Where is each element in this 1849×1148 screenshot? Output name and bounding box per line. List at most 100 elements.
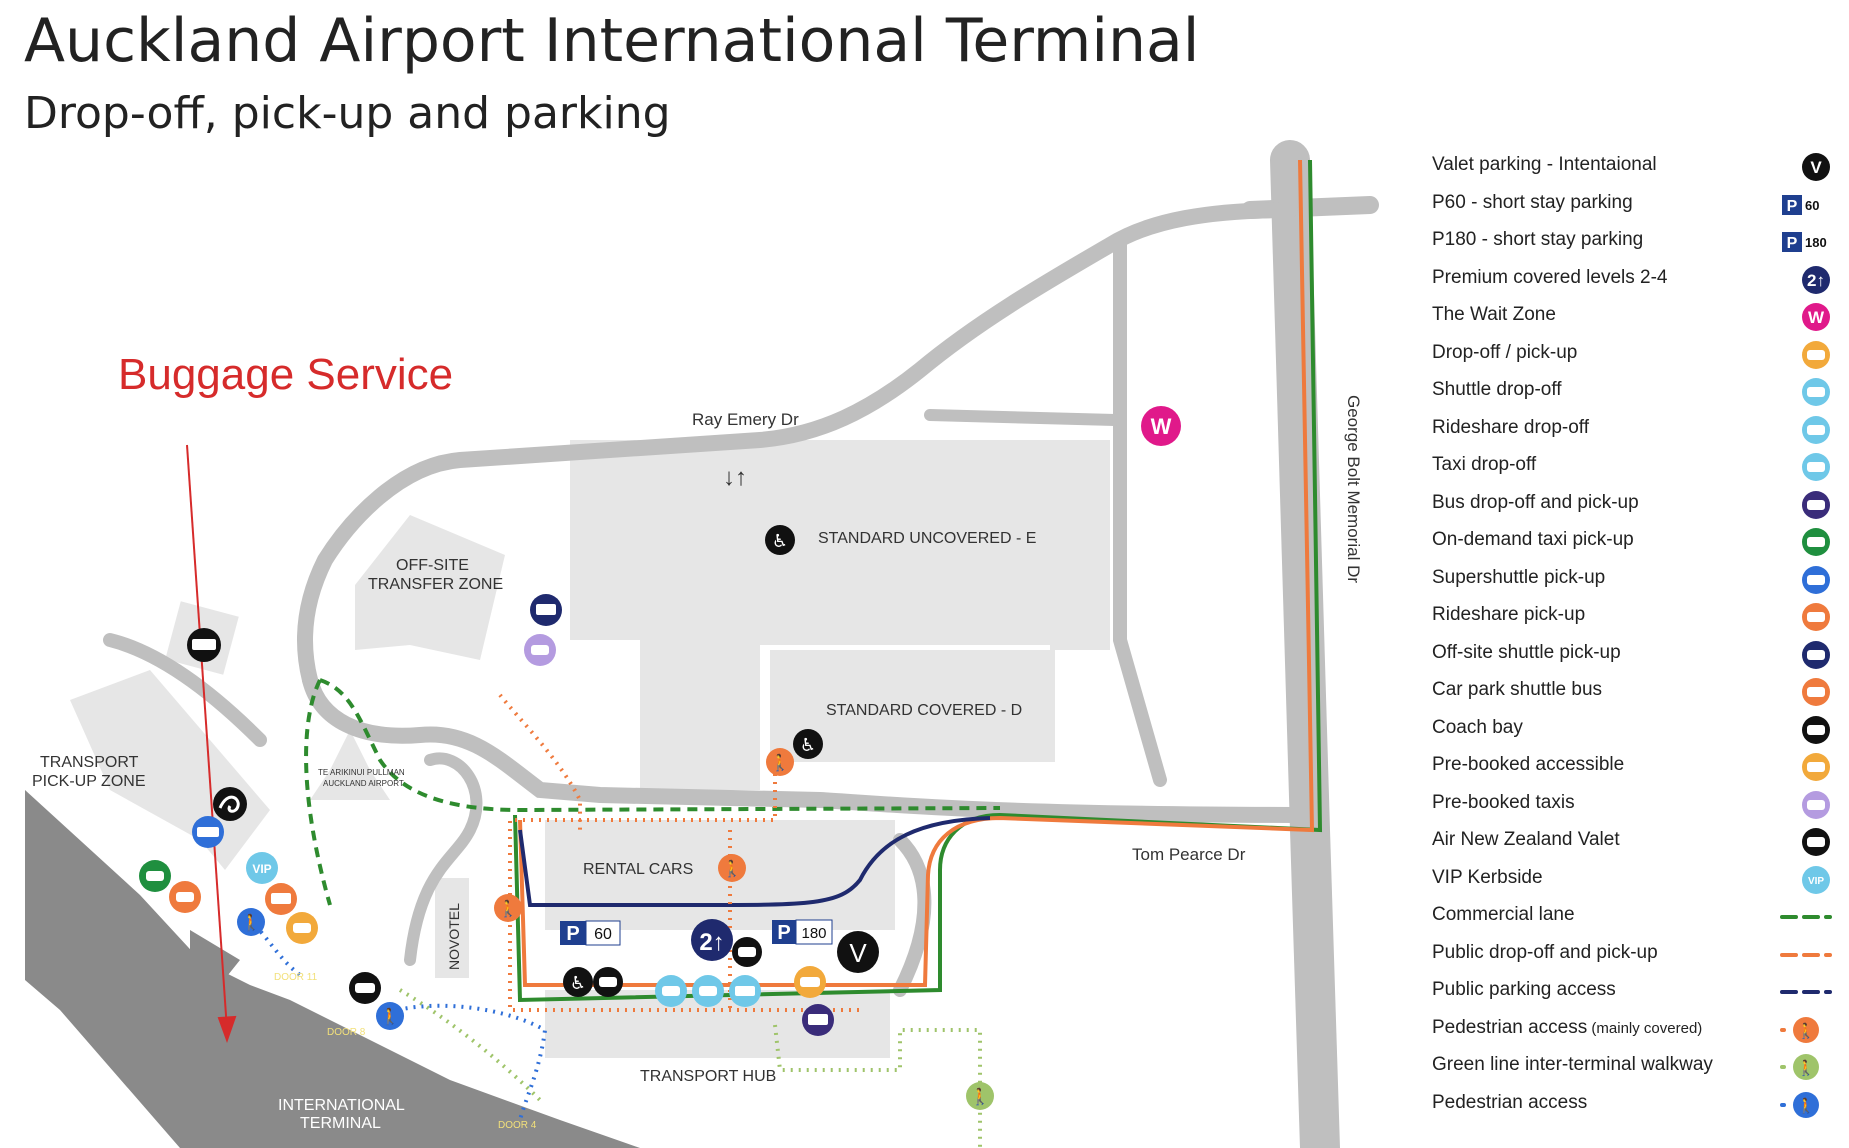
commercial-lane-dashed: [304, 678, 1001, 906]
legend-label: Coach bay: [1432, 717, 1523, 739]
legend-label: Pre-booked taxis: [1432, 792, 1575, 814]
carpark-shuttle-icon[interactable]: [265, 883, 297, 915]
supershuttle-icon[interactable]: [192, 816, 224, 848]
vip-text: VIP: [252, 862, 271, 876]
cross-road: [924, 409, 1121, 426]
legend-label-text: Green line inter-terminal walkway: [1432, 1054, 1713, 1075]
svg-text:🚶: 🚶: [1797, 1059, 1816, 1077]
wait-zone-icon[interactable]: W: [1141, 406, 1181, 446]
legend-label-note: (mainly covered): [1587, 1019, 1703, 1037]
svg-text:VIP: VIP: [1808, 876, 1824, 887]
hotel-label-2: AUCKLAND AIRPORT: [323, 779, 404, 788]
air-nz-valet-icon[interactable]: [349, 972, 381, 1004]
annotation-label: Buggage Service: [118, 350, 454, 399]
pedestrian-icon: 🚶: [1780, 1091, 1832, 1118]
george-bolt-label: George Bolt Memorial Dr: [1344, 395, 1363, 583]
air-nz-valet-icon[interactable]: [732, 937, 762, 967]
intl-terminal-label-2: TERMINAL: [300, 1115, 381, 1132]
premium-icon[interactable]: 2↑: [691, 919, 733, 961]
transport-pickup-block: [70, 670, 270, 870]
map-title: Auckland Airport International Terminal: [24, 6, 1200, 76]
legend-row: The Wait Zone W: [1432, 300, 1832, 336]
air-nz-valet-icon[interactable]: [213, 787, 247, 821]
legend-label-text: The Wait Zone: [1432, 304, 1556, 325]
p60-icon[interactable]: P 60: [560, 920, 621, 946]
air-nz-valet-icon[interactable]: [593, 967, 623, 997]
legend-label-text: Bus drop-off and pick-up: [1432, 491, 1639, 513]
prebooked-taxi-icon[interactable]: [524, 634, 556, 666]
rideshare-drop-icon[interactable]: [692, 975, 724, 1007]
vip-icon[interactable]: VIP: [246, 852, 278, 884]
offsite-block: [355, 515, 505, 660]
dropoff-icon: [1802, 340, 1830, 369]
legend-label-text: Commercial lane: [1432, 904, 1575, 925]
legend-label-text: Supershuttle pick-up: [1432, 566, 1606, 588]
valet-v-icon[interactable]: V: [837, 931, 879, 973]
transport-hub-label: TRANSPORT HUB: [640, 1068, 776, 1085]
legend-label: Valet parking - Intentaional: [1432, 154, 1657, 176]
transport-pickup-label-2: PICK-UP ZONE: [32, 773, 146, 790]
legend-label: Air New Zealand Valet: [1432, 829, 1620, 851]
door8-label: DOOR 8: [327, 1027, 366, 1038]
rideshare-pick-icon[interactable]: [169, 881, 201, 913]
international-terminal-building: [25, 790, 640, 1148]
shuttle-icon[interactable]: [729, 975, 761, 1007]
bus-icon: [1802, 490, 1830, 519]
offsite-shuttle-icon: [1802, 640, 1830, 669]
legend-label-text: Shuttle drop-off: [1432, 379, 1562, 400]
svg-text:W: W: [1808, 308, 1825, 327]
legend-row: Pre-booked accessible: [1432, 750, 1832, 786]
valet-letter: V: [849, 938, 867, 968]
legend-row: P180 - short stay parking P 180: [1432, 225, 1832, 261]
legend-row: Car park shuttle bus: [1432, 675, 1832, 711]
legend-label-text: Pedestrian access: [1432, 1091, 1588, 1113]
coach-icon: [1802, 715, 1830, 744]
door4-label: DOOR 4: [498, 1120, 537, 1131]
coach-icon[interactable]: [187, 628, 221, 662]
hotel-loop-road: [404, 752, 483, 966]
shuttle-icon: [1802, 378, 1830, 406]
svg-text:🚶: 🚶: [1797, 1097, 1816, 1115]
green-walkway-icon: 🚶: [966, 1082, 994, 1110]
public-dropoff-route: [518, 159, 1315, 987]
legend-row: Shuttle drop-off: [1432, 375, 1832, 411]
svg-text:180: 180: [1805, 235, 1827, 250]
legend-row: Supershuttle pick-up: [1432, 563, 1832, 599]
taxi-drop-icon[interactable]: [655, 975, 687, 1007]
legend-label-text: On-demand taxi pick-up: [1432, 529, 1634, 550]
rideshare-drop-icon: [1802, 415, 1830, 444]
taxi-drop-icon: [1802, 453, 1830, 481]
svg-text:🚶: 🚶: [970, 1087, 990, 1106]
svg-text:🚶: 🚶: [380, 1007, 400, 1026]
legend-row: Pedestrian access (mainly covered)🚶: [1432, 1013, 1832, 1049]
west-road: [103, 633, 267, 747]
hub-loop-road: [893, 833, 932, 997]
legend-label-text: Premium covered levels 2-4: [1432, 266, 1668, 288]
commercial-lane-icon: [1780, 915, 1832, 919]
p180-icon[interactable]: P 180: [772, 919, 833, 945]
legend-label-text: Public drop-off and pick-up: [1432, 941, 1658, 963]
svg-text:P: P: [1787, 198, 1798, 215]
ondemand-taxi-icon[interactable]: [139, 860, 171, 892]
dropoff-icon[interactable]: [794, 966, 826, 998]
bus-icon[interactable]: [802, 1004, 834, 1036]
legend-label: P180 - short stay parking: [1432, 229, 1643, 251]
offsite-shuttle-icon[interactable]: [530, 594, 562, 626]
legend-label-text: Car park shuttle bus: [1432, 679, 1603, 700]
legend-label: Rideshare drop-off: [1432, 417, 1589, 439]
p60-number: 60: [594, 926, 612, 943]
legend-row: Rideshare pick-up: [1432, 600, 1832, 636]
legend-label-text: Rideshare pick-up: [1432, 604, 1586, 625]
legend-label-text: Taxi drop-off: [1432, 454, 1537, 475]
door11-label: DOOR 11: [274, 972, 318, 983]
p60-letter: P: [566, 923, 579, 945]
pedestrian-icon: 🚶: [237, 908, 265, 936]
legend-label-text: Off-site shuttle pick-up: [1432, 641, 1621, 663]
prebooked-accessible-icon[interactable]: [286, 912, 318, 944]
svg-text:P: P: [1787, 235, 1798, 252]
legend-label-text: Pre-booked accessible: [1432, 754, 1625, 775]
